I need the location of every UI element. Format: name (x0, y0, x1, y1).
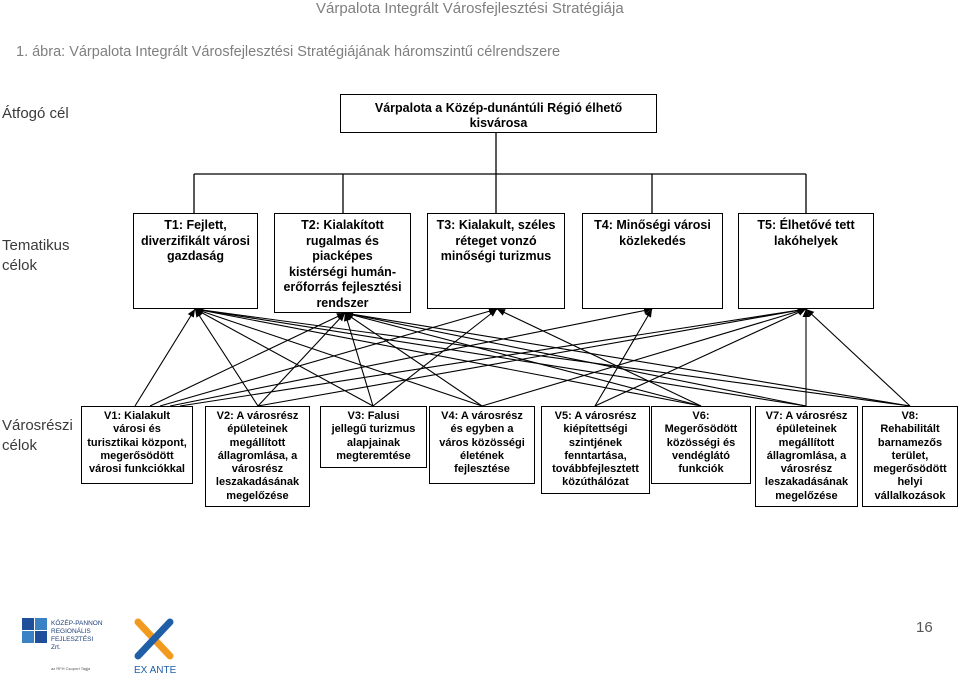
figure-caption: 1. ábra: Várpalota Integrált Városfejles… (16, 44, 561, 60)
district-goal-text: V1: Kialakult városi és turisztikai közp… (87, 410, 187, 476)
goal-link-arrow (134, 308, 196, 407)
thematic-goal-t5: T5: Élhetővé tett lakóhelyek (738, 213, 874, 309)
page-number: 16 (916, 619, 933, 636)
goal-link-arrow (344, 312, 374, 407)
level-label-district: Városrészi célok (2, 417, 73, 454)
goal-link-arrow (372, 308, 498, 407)
district-goal-text: V5: A városrész kiépítettségi szintjének… (552, 410, 639, 489)
arrowhead (336, 313, 345, 322)
district-goal-text: V3: Falusi jellegű turizmus alapjainak m… (331, 410, 416, 462)
thematic-goal-t3: T3: Kialakult, széles réteget vonzó minő… (427, 213, 565, 309)
district-goal-text: V2: A városrész épületeinek megállított … (215, 410, 300, 502)
thematic-goal-text: T3: Kialakult, széles réteget vonzó minő… (436, 218, 556, 263)
thematic-goal-t1: T1: Fejlett, diverzifikált városi gazdas… (133, 213, 258, 309)
goal-link-arrow (159, 308, 498, 407)
district-goal-v3: V3: Falusi jellegű turizmus alapjainak m… (320, 406, 427, 468)
logo1-line: KÖZÉP-PANNON (51, 618, 103, 627)
arrowhead (644, 309, 652, 318)
goal-link-arrow (194, 308, 807, 407)
thematic-goal-text: T2: Kialakított rugalmas és piacképes ki… (283, 218, 402, 310)
goal-link-arrow (149, 312, 346, 407)
arrowhead (806, 309, 815, 318)
logo1-line: FEJLESZTÉSI (51, 634, 93, 643)
goal-link-arrow (257, 312, 346, 407)
district-goal-text: V6: Megerősödött közösségi és vendéglátó… (664, 410, 738, 476)
district-goal-v8: V8: Rehabilitált barnamezős terület, meg… (862, 406, 958, 507)
arrowhead (497, 309, 506, 316)
district-goal-v4: V4: A városrész és egyben a város közöss… (429, 406, 535, 484)
goal-link-arrow (194, 308, 483, 407)
goal-link-arrow (594, 308, 807, 407)
district-goal-v5: V5: A városrész kiépítettségi szintjének… (541, 406, 650, 494)
goal-link-arrow (594, 308, 653, 407)
goal-link-arrow (344, 312, 807, 407)
goal-link-arrow (194, 308, 374, 407)
thematic-goal-text: T4: Minőségi városi közlekedés (594, 218, 711, 248)
logo2-text: EX ANTE (134, 665, 177, 676)
level-label-thematic: Tematikus célok (2, 237, 70, 274)
goal-link-arrow (179, 308, 807, 407)
arrowhead (343, 313, 351, 322)
goal-link-arrow (344, 312, 702, 407)
logo1-line: Zrt. (51, 644, 61, 651)
overall-goal-box: Várpalota a Közép-dunántúli Régió élhető… (340, 94, 657, 133)
district-goal-v6: V6: Megerősödött közösségi és vendéglátó… (651, 406, 751, 484)
district-goal-v2: V2: A városrész épületeinek megállított … (205, 406, 310, 507)
goal-link-arrow (496, 308, 702, 407)
district-goal-v7: V7: A városrész épületeinek megállított … (755, 406, 858, 507)
logo1-subtext: az RFH Csoport Tagja (51, 666, 91, 671)
ex-ante-logo: EX ANTE (134, 618, 177, 676)
goal-link-arrow (194, 308, 259, 407)
header-title: Várpalota Integrált Városfejlesztési Str… (316, 0, 624, 17)
thematic-goal-t2: T2: Kialakított rugalmas és piacképes ki… (274, 213, 411, 313)
goal-link-arrow (194, 308, 911, 407)
arrowhead (797, 309, 806, 316)
goal-link-arrow (194, 308, 702, 407)
district-goal-v1: V1: Kialakult városi és turisztikai közp… (81, 406, 193, 484)
arrowhead (187, 309, 195, 318)
overall-goal-text: Várpalota a Közép-dunántúli Régió élhető… (374, 101, 623, 130)
goal-link-arrow (344, 312, 483, 407)
goal-link-arrow (257, 308, 807, 407)
district-goal-text: V8: Rehabilitált barnamezős terület, meg… (873, 410, 947, 502)
thematic-goal-text: T1: Fejlett, diverzifikált városi gazdas… (140, 218, 251, 263)
goal-link-arrow (805, 308, 911, 407)
arrowhead (802, 309, 810, 317)
district-goal-text: V7: A városrész épületeinek megállított … (764, 410, 849, 502)
goal-link-arrow (344, 312, 911, 407)
thematic-goal-t4: T4: Minőségi városi közlekedés (582, 213, 723, 309)
logo1-line: REGIONÁLIS (51, 626, 91, 635)
thematic-goal-text: T5: Élhetővé tett lakóhelyek (757, 218, 855, 248)
arrowhead (488, 309, 497, 317)
district-goal-text: V4: A városrész és egyben a város közöss… (439, 410, 525, 476)
kozep-pannon-logo: KÖZÉP-PANNON REGIONÁLIS FEJLESZTÉSI Zrt.… (22, 618, 103, 671)
level-label-overall: Átfogó cél (2, 105, 69, 122)
goal-link-arrow (481, 308, 807, 407)
